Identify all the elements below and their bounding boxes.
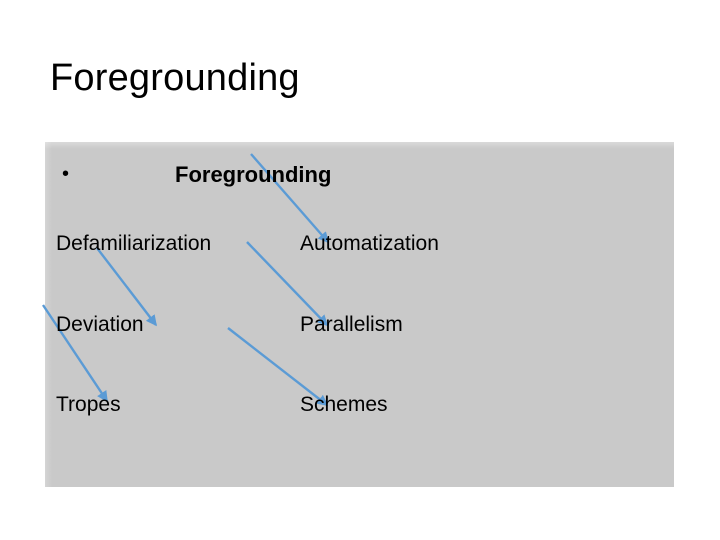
term-defamiliarization: Defamiliarization — [56, 232, 212, 255]
term-automatization: Automatization — [300, 232, 439, 255]
content-box: • Foregrounding Defamiliarization Automa… — [42, 142, 674, 487]
content-heading: Foregrounding — [175, 162, 332, 187]
page-title: Foregrounding — [50, 57, 300, 99]
term-tropes: Tropes — [56, 393, 121, 416]
term-parallelism: Parallelism — [300, 313, 403, 336]
bullet-icon: • — [62, 163, 70, 185]
term-schemes: Schemes — [300, 393, 388, 416]
term-deviation: Deviation — [56, 313, 144, 336]
